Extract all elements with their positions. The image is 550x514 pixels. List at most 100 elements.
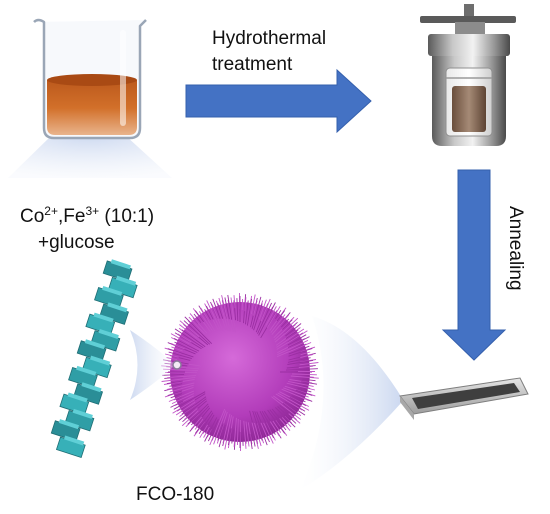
sphere-bristle	[287, 357, 311, 363]
sphere-bristle	[212, 298, 221, 319]
sphere-bristle	[171, 393, 194, 405]
sphere-bristle	[252, 410, 263, 441]
co-symbol: Co	[20, 206, 44, 227]
sphere-bristle	[271, 314, 290, 335]
liner-contents	[452, 86, 486, 132]
nanorod-assembly	[50, 259, 138, 459]
sphere-bristle	[275, 310, 282, 319]
arrow-annealing	[441, 169, 507, 361]
step2-label: Annealing	[505, 206, 526, 291]
sphere-bristle	[190, 405, 210, 426]
sphere-bristle	[233, 295, 236, 309]
sphere-bristle	[284, 401, 306, 416]
sphere-bristle	[283, 387, 309, 398]
sphere-bristle	[198, 311, 214, 332]
sphere-bristle	[217, 423, 224, 441]
boat-front	[400, 396, 414, 420]
sphere-bristle	[167, 348, 194, 358]
sphere-bristle	[242, 432, 244, 446]
sphere-bristle	[181, 396, 207, 415]
sphere-bristle	[181, 329, 206, 348]
sphere-bristle	[184, 316, 213, 345]
sphere-bristle	[236, 418, 239, 446]
sphere-bristle	[287, 359, 314, 365]
nanorod-block-top	[89, 355, 111, 366]
sphere-bristle	[245, 300, 249, 325]
sphere-bristle	[174, 341, 198, 353]
sphere-bristle	[187, 403, 209, 425]
sphere-bristle	[166, 382, 195, 390]
sphere-bristle	[302, 378, 316, 382]
sphere-bristle	[295, 389, 313, 396]
sphere-bristle	[300, 354, 314, 358]
nanorod-block-top	[63, 435, 85, 446]
sphere-bristle	[258, 299, 267, 320]
sphere-bristle	[297, 387, 312, 393]
sphere-bristle	[280, 318, 290, 328]
sphere-bristle	[277, 392, 310, 411]
sphere-bristle	[277, 339, 309, 356]
sphere-bristle	[245, 421, 250, 447]
sphere-bristle	[194, 418, 204, 430]
sphere-bristle	[269, 409, 287, 431]
sphere-bristle	[275, 407, 296, 428]
sphere-bristle	[190, 416, 203, 430]
sphere-bristle	[227, 294, 233, 320]
sphere-bristle	[198, 412, 214, 434]
separator-comma: ,	[58, 206, 63, 227]
sphere-bristle	[177, 333, 192, 343]
sphere-bristle	[218, 297, 229, 331]
solution-liquid	[47, 75, 137, 135]
sphere-bristle	[285, 368, 318, 371]
sphere-bristle	[282, 319, 293, 330]
nanorod-block-top	[67, 392, 88, 403]
sphere-bristle	[173, 337, 200, 352]
sphere-bristle	[167, 375, 197, 379]
nanorod-block-top	[76, 365, 97, 376]
sphere-bristle	[183, 320, 211, 345]
arrow-hydrothermal	[185, 68, 372, 134]
sphere-bristle	[170, 393, 183, 399]
sphere-bristle	[261, 410, 276, 435]
sphere-bristle	[213, 410, 227, 445]
sphere-bristle	[175, 401, 196, 416]
sphere-bristle	[211, 304, 224, 331]
sphere-bristle	[266, 306, 281, 328]
fe-symbol: Fe	[63, 206, 85, 227]
beaker-reflection	[120, 30, 126, 126]
sphere-bristle	[279, 405, 297, 421]
precursor-label-line2: +glucose	[38, 232, 115, 253]
sphere-bristle	[252, 434, 256, 447]
nanorod-block-top	[102, 285, 123, 296]
sphere-bristle	[270, 314, 286, 333]
sphere-bristle	[277, 406, 297, 424]
sphere-bristle	[272, 420, 282, 433]
nanorod-block-top	[72, 408, 93, 419]
sphere-bristle	[258, 302, 276, 336]
sphere-bristle	[184, 408, 198, 420]
sphere-bristle	[171, 346, 183, 352]
nanorod-block-top	[58, 419, 80, 430]
urchin-sphere	[161, 292, 319, 452]
sphere-bristle	[290, 375, 319, 379]
sphere-bristle	[276, 330, 308, 350]
sphere-bristle	[274, 324, 296, 343]
sphere-bristle	[169, 383, 183, 387]
molar-ratio: (10:1)	[99, 206, 154, 227]
sphere-bristle	[288, 380, 314, 387]
sphere-bristle	[254, 411, 268, 446]
annealing-boat	[300, 316, 529, 490]
sphere-bristle	[251, 296, 262, 329]
sphere-bristle	[287, 336, 310, 348]
co-charge: 2+	[44, 204, 58, 218]
sphere-bristle	[189, 313, 208, 334]
sphere-bristle	[168, 390, 194, 402]
nanorod-block-top	[110, 259, 131, 270]
sphere-bristle	[260, 298, 271, 322]
sphere-bristle	[231, 429, 234, 444]
sphere-bristle	[205, 305, 214, 320]
sphere-bristle	[286, 382, 316, 391]
sphere-bristle	[172, 399, 196, 414]
sphere-bristle	[301, 381, 318, 385]
boat-glow	[300, 316, 402, 490]
